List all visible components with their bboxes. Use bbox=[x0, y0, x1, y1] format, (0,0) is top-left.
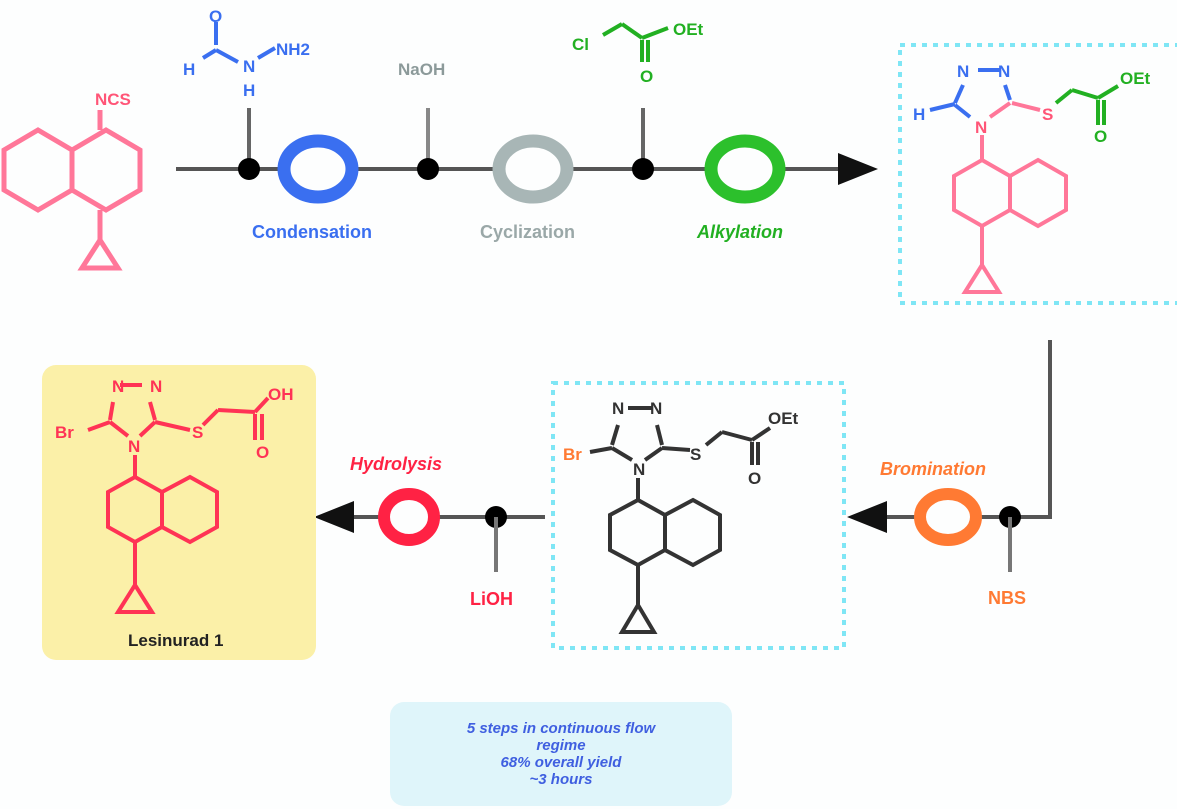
int1-atom-n2: N bbox=[998, 62, 1010, 81]
int1-atom-s: S bbox=[1042, 105, 1053, 124]
step-label-hydrolysis: Hydrolysis bbox=[350, 454, 442, 474]
reagent-atom-nh: H bbox=[243, 81, 255, 100]
intermediate-1-structure bbox=[929, 68, 1120, 294]
int1-atom-h: H bbox=[913, 105, 925, 124]
int2-atom-oet: OEt bbox=[768, 409, 799, 428]
step-label-condensation: Condensation bbox=[252, 222, 372, 242]
reagent-atom-oet: OEt bbox=[673, 20, 704, 39]
int2-atom-n1: N bbox=[612, 399, 624, 418]
reagent-atom-n: N bbox=[243, 57, 255, 76]
reagent-atom-o-alk: O bbox=[640, 67, 653, 86]
reactor-coil-alkylation bbox=[704, 134, 786, 204]
summary-line-2: regime bbox=[536, 737, 586, 754]
int2-atom-n4: N bbox=[633, 460, 645, 479]
prod-atom-n1: N bbox=[112, 377, 124, 396]
ncs-label: NCS bbox=[95, 90, 131, 109]
int1-atom-n4: N bbox=[975, 118, 987, 137]
int1-atom-oet: OEt bbox=[1120, 69, 1151, 88]
product-box bbox=[42, 365, 316, 660]
product-label: Lesinurad 1 bbox=[128, 631, 223, 650]
intermediate-1-box bbox=[898, 43, 1177, 305]
connector-line bbox=[1010, 340, 1052, 519]
product-structure bbox=[87, 383, 270, 614]
reactor-coil-condensation bbox=[277, 134, 359, 204]
reagent-nbs: NBS bbox=[988, 588, 1026, 608]
step-label-cyclization: Cyclization bbox=[480, 222, 575, 242]
summary-box: 5 steps in continuous flow regime 68% ov… bbox=[390, 702, 732, 806]
reagent-atom-h: H bbox=[183, 60, 195, 79]
prod-atom-s: S bbox=[192, 423, 203, 442]
prod-atom-br: Br bbox=[55, 423, 74, 442]
int1-atom-n1: N bbox=[957, 62, 969, 81]
intermediate-2-structure bbox=[589, 406, 772, 634]
condensation-reagent bbox=[201, 22, 277, 64]
reagent-lioh: LiOH bbox=[470, 589, 513, 609]
mixer-node-1 bbox=[238, 158, 260, 180]
starting-material bbox=[1, 110, 143, 271]
reactor-coil-bromination bbox=[914, 488, 982, 546]
prod-atom-n4: N bbox=[128, 437, 140, 456]
reagent-atom-nh2: NH2 bbox=[276, 40, 310, 59]
step-label-alkylation: Alkylation bbox=[696, 222, 783, 242]
reagent-atom-cl: Cl bbox=[572, 35, 589, 54]
summary-line-3: 68% overall yield bbox=[500, 754, 622, 771]
prod-atom-n2: N bbox=[150, 377, 162, 396]
int2-atom-o: O bbox=[748, 469, 761, 488]
prod-atom-o: O bbox=[256, 443, 269, 462]
mixer-node-2 bbox=[417, 158, 439, 180]
reactor-coil-cyclization bbox=[492, 134, 574, 204]
summary-line-4: ~3 hours bbox=[529, 771, 593, 788]
summary-line-1: 5 steps in continuous flow bbox=[466, 720, 656, 737]
reagent-atom-o: O bbox=[209, 7, 222, 26]
prod-atom-oh: OH bbox=[268, 385, 294, 404]
reactor-coil-hydrolysis bbox=[378, 488, 440, 546]
int2-atom-n2: N bbox=[650, 399, 662, 418]
reagent-naoh: NaOH bbox=[398, 60, 445, 79]
step-label-bromination: Bromination bbox=[880, 459, 986, 479]
int1-atom-o: O bbox=[1094, 127, 1107, 146]
intermediate-2-box bbox=[551, 381, 846, 650]
int2-atom-br: Br bbox=[563, 445, 582, 464]
mixer-node-3 bbox=[632, 158, 654, 180]
alkylation-reagent bbox=[601, 22, 669, 62]
int2-atom-s: S bbox=[690, 445, 701, 464]
